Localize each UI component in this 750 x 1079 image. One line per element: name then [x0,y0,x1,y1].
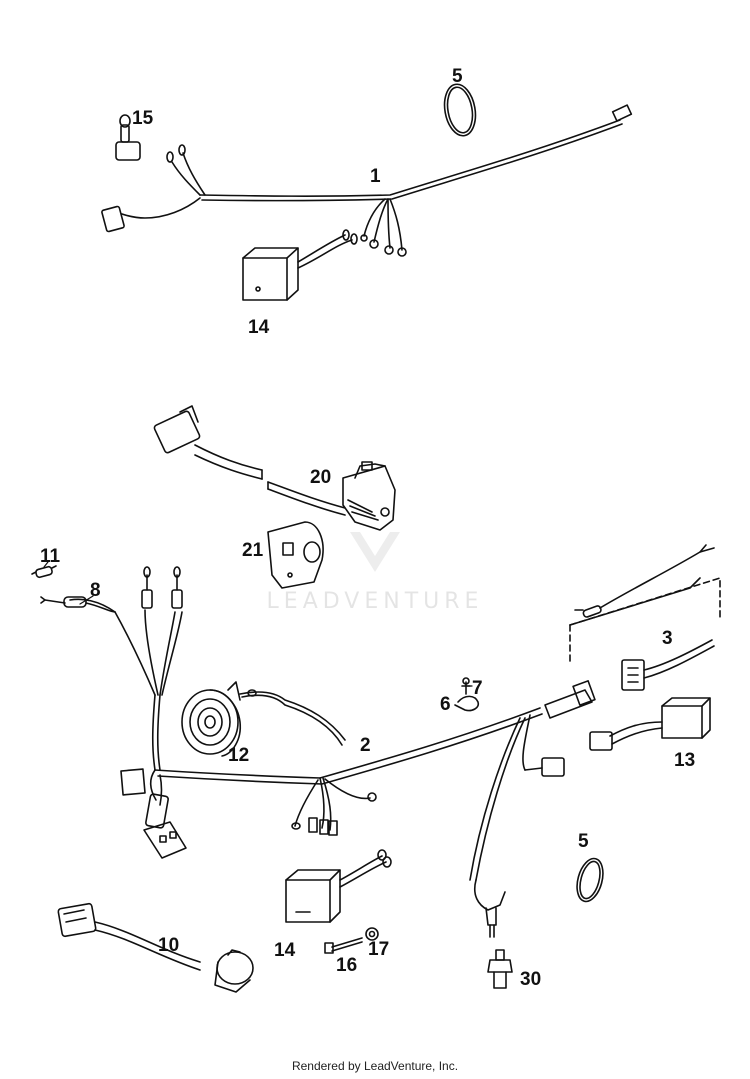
main-wiring-harness-upper [101,104,633,257]
render-credit-footer: Rendered by LeadVenture, Inc. [291,1059,459,1073]
relay-upper [242,229,358,301]
neutral-switch [473,879,513,989]
switch-housing-cover [267,521,324,589]
wire-bundle-box [569,577,721,663]
starter-button [57,902,254,993]
callout-11: 11 [40,546,61,567]
toggle-switch [115,114,141,161]
callout-7: 7 [472,678,483,699]
cable-tie-lower [576,857,604,903]
horn [181,681,346,757]
callout-5-upper: 5 [452,66,463,87]
callout-14-lower: 14 [274,940,296,961]
fuse [31,565,57,579]
handlebar-switch [342,461,396,531]
callout-1: 1 [370,166,381,187]
fuse-holder [40,596,116,613]
callout-8: 8 [90,580,101,601]
connector-lead [621,639,715,691]
wire-lead-pair [569,544,715,626]
callout-6: 6 [440,694,451,715]
voltage-regulator [589,697,711,751]
callout-14-upper: 14 [248,317,270,338]
callout-5-lower: 5 [578,831,589,852]
callout-12: 12 [228,745,249,766]
callout-15: 15 [132,108,154,129]
callout-21: 21 [242,540,264,561]
callout-17: 17 [368,939,389,960]
p-clip [454,695,480,712]
callout-16: 16 [336,955,357,976]
leader-lines [43,561,473,687]
watermark: LEADVENTURE [267,532,484,614]
callout-2: 2 [360,735,371,756]
callout-30: 30 [520,969,541,990]
handlebar-switch-cable [153,405,346,516]
callouts: 1 5 15 14 20 21 11 8 3 7 6 2 12 13 5 10 … [40,66,695,990]
main-wiring-harness-lower [69,566,596,881]
nut [365,927,379,941]
relay-lower [285,849,392,923]
callout-13: 13 [674,750,695,771]
watermark-text: LEADVENTURE [267,589,484,614]
callout-3: 3 [662,628,673,649]
cable-tie-upper [443,83,477,137]
callout-10: 10 [158,935,179,956]
callout-20: 20 [310,467,331,488]
mounting-bolt [324,937,363,954]
